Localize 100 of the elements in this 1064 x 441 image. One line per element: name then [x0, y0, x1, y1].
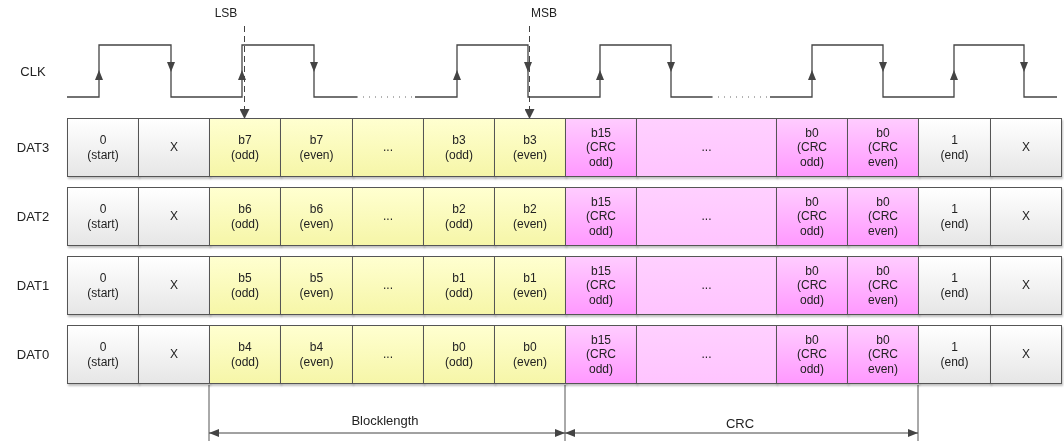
bit-cell: [138, 187, 210, 246]
bit-cell: [67, 325, 139, 384]
bit-label: b6 (even): [299, 202, 334, 231]
bit-label: X: [170, 140, 178, 155]
bit-label: X: [170, 278, 178, 293]
bit-cell: [565, 118, 637, 177]
bit-label: b3 (even): [513, 133, 547, 162]
bit-cell: [776, 187, 848, 246]
bit-cell: [67, 187, 139, 246]
bit-cell: [847, 256, 919, 315]
bit-cell: [990, 118, 1062, 177]
bit-label: ...: [383, 278, 393, 293]
bit-label: X: [1022, 347, 1030, 362]
bit-label: b1 (odd): [445, 271, 473, 300]
bit-label: b4 (even): [299, 340, 334, 369]
bit-label: b0 (odd): [445, 340, 473, 369]
bit-label: b0 (CRC even): [868, 332, 898, 377]
bit-label: b15 (CRC odd): [586, 194, 616, 239]
bit-label: b2 (odd): [445, 202, 473, 231]
bit-label: X: [1022, 140, 1030, 155]
bit-label: X: [170, 209, 178, 224]
bit-cell: [636, 118, 777, 177]
signal-name: DAT2: [16, 208, 50, 224]
signal-name: DAT3: [16, 139, 50, 155]
bit-cell: [494, 256, 566, 315]
bit-label: b4 (odd): [231, 340, 259, 369]
bit-cell: [565, 256, 637, 315]
bit-label: 0 (start): [87, 271, 119, 300]
bit-cell: [990, 325, 1062, 384]
bit-cell: [138, 256, 210, 315]
bit-label: X: [1022, 209, 1030, 224]
bit-cell: [494, 118, 566, 177]
bit-label: ...: [383, 209, 393, 224]
bit-label: b15 (CRC odd): [586, 263, 616, 308]
bit-label: ...: [701, 347, 712, 362]
signal-name: DAT1: [16, 277, 50, 293]
bit-label: 0 (start): [87, 340, 119, 369]
bit-label: b0 (CRC odd): [797, 194, 827, 239]
bit-cell: [918, 118, 991, 177]
bit-cell: [636, 325, 777, 384]
bit-cell: [918, 187, 991, 246]
leader-arrow: [239, 25, 250, 119]
bit-cell: [352, 187, 424, 246]
bit-label: b2 (even): [513, 202, 547, 231]
bit-cell: [280, 118, 353, 177]
bit-label: X: [1022, 278, 1030, 293]
bit-label: b5 (odd): [231, 271, 259, 300]
bit-cell: [990, 187, 1062, 246]
bit-label: b5 (even): [299, 271, 334, 300]
bit-cell: [636, 256, 777, 315]
bit-cell: [776, 325, 848, 384]
bit-label: 1 (end): [940, 202, 969, 231]
bit-label: ...: [701, 209, 712, 224]
dimension-label: CRC: [725, 415, 755, 431]
bit-cell: [138, 325, 210, 384]
bit-cell: [494, 325, 566, 384]
bit-cell: [138, 118, 210, 177]
leader-arrow: [524, 25, 535, 119]
bit-label: b0 (CRC even): [868, 194, 898, 239]
bit-cell: [352, 118, 424, 177]
bit-label: 1 (end): [940, 271, 969, 300]
bit-cell: [423, 118, 495, 177]
dimension-label: Blocklength: [351, 412, 419, 428]
signal-name: DAT0: [16, 346, 50, 362]
bit-label: ...: [383, 347, 393, 362]
bit-cell: [565, 325, 637, 384]
bit-label: 1 (end): [940, 133, 969, 162]
bit-label: b0 (CRC odd): [797, 332, 827, 377]
bit-cell: [494, 187, 566, 246]
bit-cell: [918, 325, 991, 384]
bit-label: X: [170, 347, 178, 362]
bit-label: ...: [701, 278, 712, 293]
bit-label: 1 (end): [940, 340, 969, 369]
bit-cell: [352, 256, 424, 315]
bit-cell: [565, 187, 637, 246]
bit-label: b1 (even): [513, 271, 547, 300]
bit-cell: [209, 187, 281, 246]
bit-cell: [280, 187, 353, 246]
bit-cell: [847, 325, 919, 384]
bit-label: b0 (even): [513, 340, 547, 369]
bit-label: b7 (odd): [231, 133, 259, 162]
bit-cell: [67, 118, 139, 177]
marker-label: LSB: [214, 6, 238, 20]
marker-label: MSB: [531, 6, 557, 20]
bit-label: ...: [383, 140, 393, 155]
bit-label: b7 (even): [299, 133, 334, 162]
bit-cell: [209, 325, 281, 384]
bit-cell: [918, 256, 991, 315]
bit-label: b0 (CRC odd): [797, 263, 827, 308]
bit-cell: [352, 325, 424, 384]
bit-cell: [847, 187, 919, 246]
bit-cell: [280, 256, 353, 315]
bit-label: b15 (CRC odd): [586, 332, 616, 377]
bit-cell: [280, 325, 353, 384]
bit-label: ...: [701, 140, 712, 155]
bit-label: 0 (start): [87, 202, 119, 231]
bit-label: b0 (CRC even): [868, 263, 898, 308]
bit-cell: [423, 325, 495, 384]
bit-label: b0 (CRC odd): [797, 125, 827, 170]
bit-label: b0 (CRC even): [868, 125, 898, 170]
